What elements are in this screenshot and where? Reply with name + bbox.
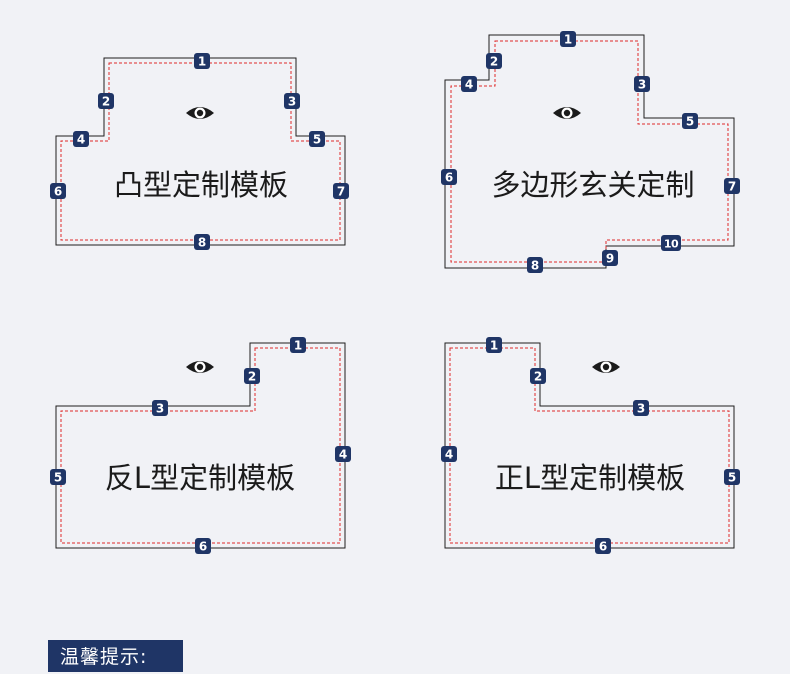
segment-badge: 4 — [73, 131, 89, 147]
segment-number: 5 — [728, 471, 736, 485]
shape-outline — [55, 57, 346, 246]
shape-cut-line — [449, 347, 730, 544]
segment-badge: 7 — [333, 183, 349, 199]
segment-badge: 3 — [152, 400, 168, 416]
segment-number: 5 — [686, 115, 694, 129]
segment-number: 9 — [606, 252, 614, 266]
segment-number: 2 — [534, 370, 542, 384]
segment-number: 4 — [465, 78, 473, 92]
segment-number: 3 — [637, 402, 645, 416]
segment-number: 3 — [638, 78, 646, 92]
shape-label: 多边形玄关定制 — [491, 168, 694, 202]
segment-number: 3 — [288, 95, 296, 109]
segment-number: 6 — [199, 540, 207, 554]
segment-number: 4 — [445, 448, 453, 462]
segment-badge: 5 — [50, 469, 66, 485]
segment-number: 5 — [54, 471, 62, 485]
segment-number: 6 — [445, 171, 453, 185]
segment-number: 6 — [54, 185, 62, 199]
segment-number: 2 — [490, 55, 498, 69]
shape-outline — [444, 34, 735, 269]
segment-number: 5 — [313, 133, 321, 147]
shape-cut-line — [60, 62, 341, 241]
shape-cut-line — [60, 347, 341, 544]
tip-heading: 温馨提示: — [48, 640, 183, 672]
shape-outline — [444, 342, 735, 549]
segment-number: 2 — [248, 370, 256, 384]
segment-badge: 10 — [661, 235, 681, 251]
segment-badge: 4 — [335, 446, 351, 462]
segment-badge: 3 — [633, 400, 649, 416]
segment-number: 8 — [198, 236, 206, 250]
segment-number: 2 — [102, 95, 110, 109]
shape-reverse-l[interactable]: 反L型定制模板 1 2 3 4 5 6 — [50, 337, 351, 554]
segment-badge: 2 — [244, 368, 260, 384]
segment-number: 4 — [339, 448, 347, 462]
shape-cut-line — [450, 40, 729, 263]
shape-label: 反L型定制模板 — [105, 461, 295, 495]
segment-badge: 6 — [50, 183, 66, 199]
segment-badge: 8 — [194, 234, 210, 250]
segment-badge: 5 — [309, 131, 325, 147]
segment-badge: 2 — [486, 53, 502, 69]
segment-number: 3 — [156, 402, 164, 416]
segment-number: 4 — [77, 133, 85, 147]
segment-badge: 6 — [441, 169, 457, 185]
segment-badge: 5 — [682, 113, 698, 129]
segment-badge: 2 — [530, 368, 546, 384]
segment-number: 1 — [294, 339, 302, 353]
segment-number: 8 — [531, 259, 539, 273]
segment-badge: 1 — [486, 337, 502, 353]
shape-polygon[interactable]: 多边形玄关定制 1 2 3 4 5 6 7 8 9 10 — [441, 31, 740, 273]
segment-badge: 5 — [724, 469, 740, 485]
segment-badge: 6 — [195, 538, 211, 554]
segment-number: 7 — [337, 185, 345, 199]
segment-badge: 8 — [527, 257, 543, 273]
segment-badge: 4 — [441, 446, 457, 462]
segment-badge: 4 — [461, 76, 477, 92]
segment-badge: 1 — [560, 31, 576, 47]
shape-outline — [55, 342, 346, 549]
shape-label: 凸型定制模板 — [114, 168, 288, 202]
segment-number: 1 — [564, 33, 572, 47]
segment-badge: 1 — [194, 53, 210, 69]
segment-badge: 7 — [724, 178, 740, 194]
eye-icon[interactable] — [592, 361, 620, 373]
segment-number: 1 — [198, 55, 206, 69]
segment-number: 7 — [728, 180, 736, 194]
segment-badge: 1 — [290, 337, 306, 353]
segment-number: 6 — [599, 540, 607, 554]
segment-badge: 6 — [595, 538, 611, 554]
shape-convex[interactable]: 凸型定制模板 1 2 3 4 5 6 7 8 — [50, 53, 349, 250]
segment-number: 10 — [664, 238, 679, 251]
eye-icon[interactable] — [186, 361, 214, 373]
segment-badge: 9 — [602, 250, 618, 266]
shape-label: 正L型定制模板 — [495, 461, 685, 495]
segment-badge: 3 — [284, 93, 300, 109]
segment-badge: 2 — [98, 93, 114, 109]
eye-icon[interactable] — [186, 107, 214, 119]
segment-badge: 3 — [634, 76, 650, 92]
segment-number: 1 — [490, 339, 498, 353]
shape-l[interactable]: 正L型定制模板 1 2 3 4 5 6 — [441, 337, 740, 554]
eye-icon[interactable] — [553, 107, 581, 119]
